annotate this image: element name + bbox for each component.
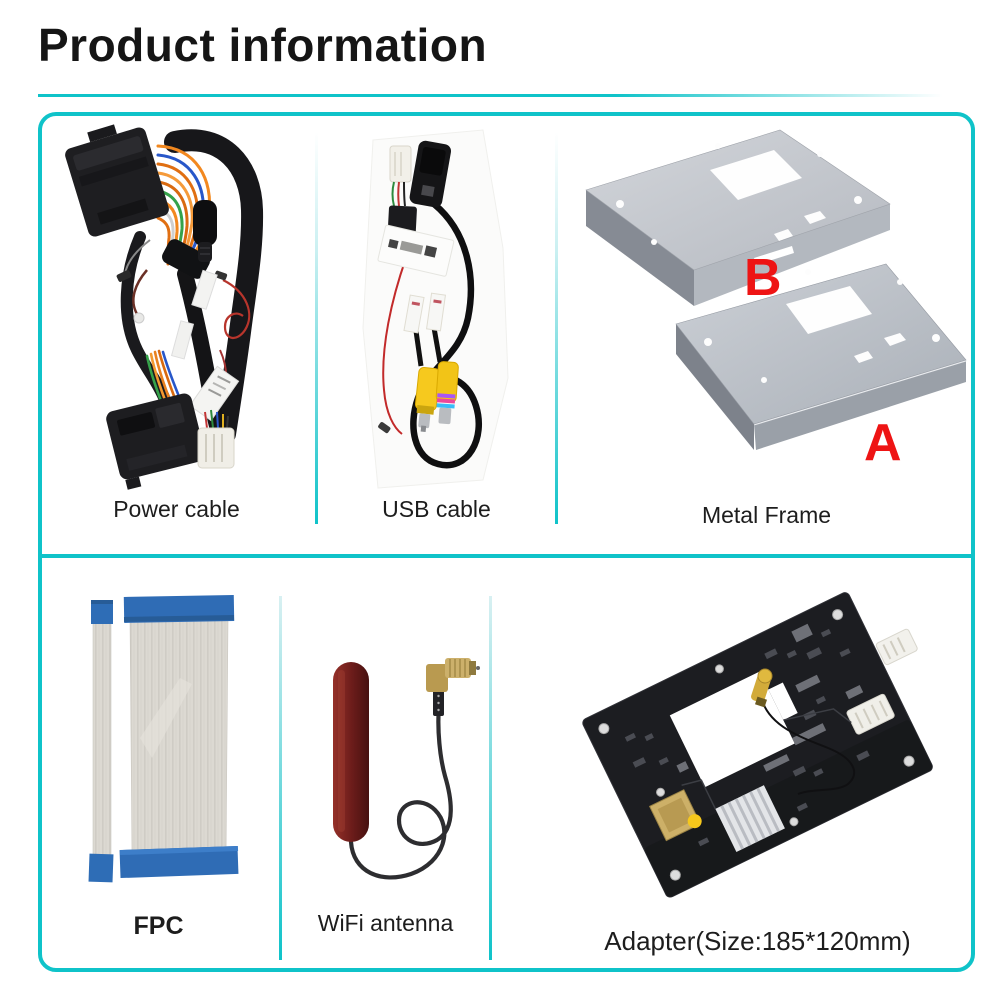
column-divider-2 <box>555 132 558 524</box>
column-divider-4 <box>489 596 492 960</box>
column-divider-1 <box>315 132 318 524</box>
title-underline <box>38 94 1000 97</box>
wifi-antenna-label: WiFi antenna <box>317 910 454 936</box>
usb-cable-label: USB cable <box>382 496 491 522</box>
metal-frame-label: Metal Frame <box>701 502 832 528</box>
power-cable-label: Power cable <box>113 496 240 522</box>
adapter-label: Adapter(Size:185*120mm) <box>604 926 911 956</box>
column-divider-3 <box>279 596 282 960</box>
page-title: Product information <box>38 19 488 71</box>
product-grid-frame <box>38 112 975 972</box>
row-divider <box>42 554 971 558</box>
fpc-label: FPC <box>133 912 184 940</box>
